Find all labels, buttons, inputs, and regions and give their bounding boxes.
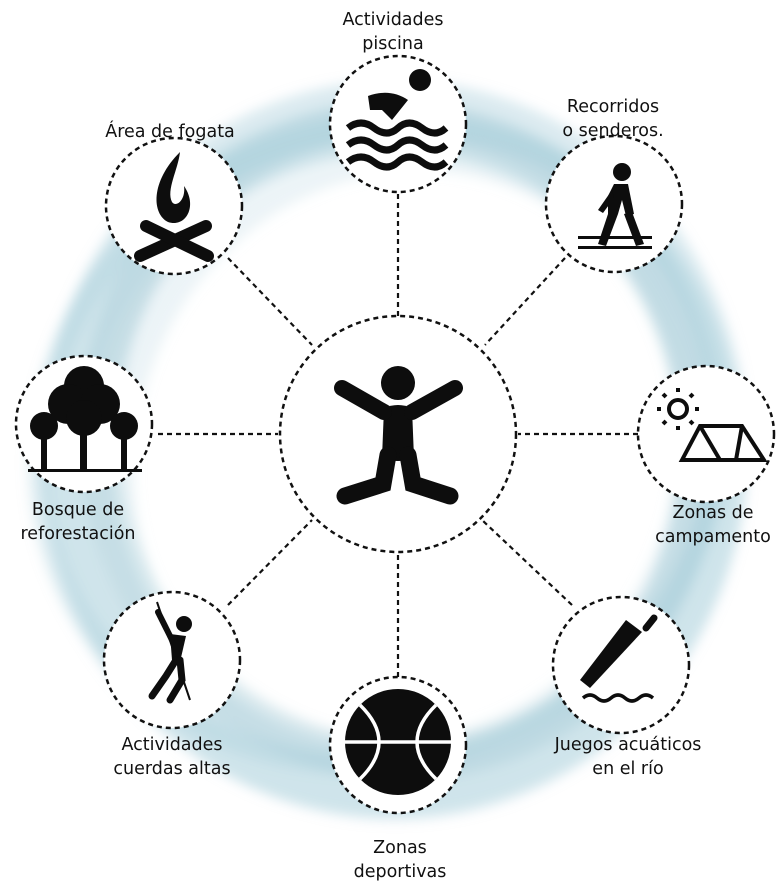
label-cuerdas: Actividades cuerdas altas xyxy=(113,735,231,779)
connector-cuerdas xyxy=(227,519,313,606)
node-bosque xyxy=(14,354,154,494)
tent-sun-icon xyxy=(657,388,768,462)
basketball-icon xyxy=(345,689,451,795)
climber-rope-icon xyxy=(148,601,192,704)
label-piscina: Actividades piscina xyxy=(342,10,444,54)
label-senderos: Recorridos o senderos. xyxy=(562,97,664,141)
swimmer-icon xyxy=(345,69,449,171)
node-cuerdas xyxy=(102,590,242,730)
node-piscina xyxy=(328,54,468,194)
center-node xyxy=(278,314,518,554)
label-campamento: Zonas de campamento xyxy=(655,503,771,547)
connector-rio xyxy=(481,519,573,606)
connectors xyxy=(158,194,638,677)
node-rio xyxy=(551,595,691,735)
person-jumping-icon xyxy=(334,366,463,505)
walking-person-icon xyxy=(578,163,652,249)
node-deportivas xyxy=(328,675,468,815)
node-campamento xyxy=(636,364,776,504)
connector-fogata xyxy=(227,257,313,346)
label-fogata: Área de fogata xyxy=(105,122,235,142)
label-rio: Juegos acuáticos en el río xyxy=(554,735,702,779)
campfire-icon xyxy=(134,152,214,262)
connector-senderos xyxy=(484,257,566,346)
paddle-water-icon xyxy=(580,614,658,703)
node-fogata xyxy=(104,136,244,276)
label-deportivas: Zonas deportivas xyxy=(353,838,447,882)
forest-trees-icon xyxy=(28,366,142,472)
label-bosque: Bosque de reforestación xyxy=(20,500,136,544)
node-senderos xyxy=(544,134,684,274)
